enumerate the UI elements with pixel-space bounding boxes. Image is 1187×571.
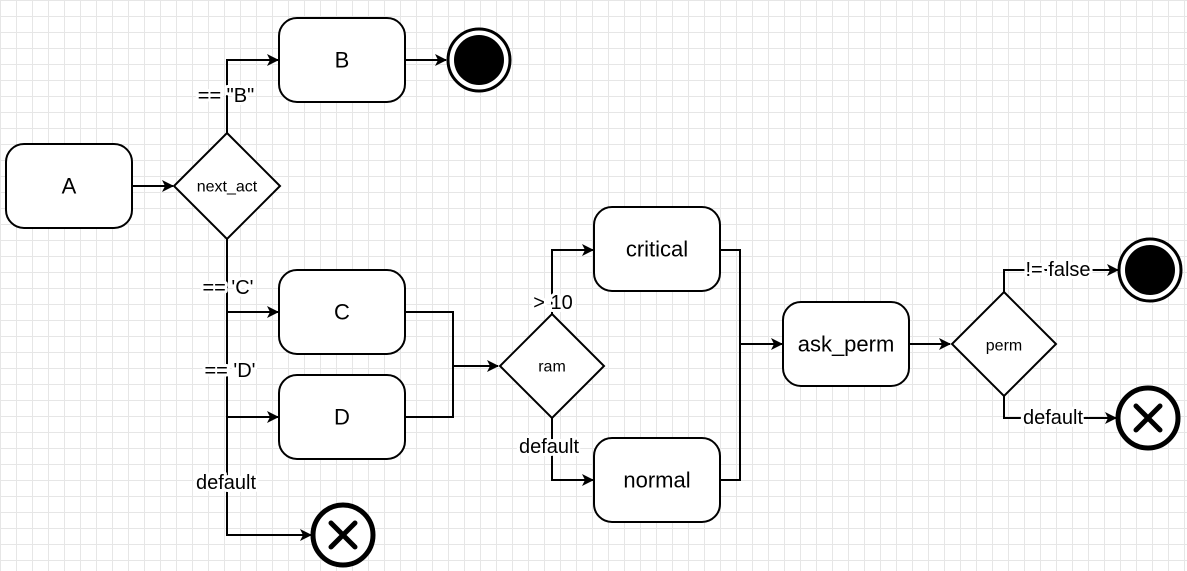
node-normal-label: normal: [623, 468, 690, 493]
edge-next-act-to-b: [226, 54, 279, 133]
node-ask-perm[interactable]: ask_perm: [782, 301, 910, 387]
edge-d-to-ram: [405, 366, 454, 418]
node-d[interactable]: D: [278, 374, 406, 460]
edge-label-ram-default: default: [519, 436, 579, 458]
edge-ram-to-normal: [551, 418, 594, 486]
edge-label-perm-default: default: [1023, 407, 1083, 429]
node-a-label: A: [62, 174, 77, 199]
edge-perm-to-terminate: [1003, 396, 1117, 424]
node-c[interactable]: C: [278, 269, 406, 355]
end-node-right: [1117, 237, 1183, 303]
edge-next-act-to-default-trunk: [226, 239, 312, 541]
edge-label-next-act-c: == 'C': [203, 277, 254, 299]
node-b[interactable]: B: [278, 17, 406, 103]
edge-label-next-act-b: == "B": [198, 85, 254, 107]
node-d-label: D: [334, 405, 350, 430]
edge-critical-to-ask-perm: [720, 249, 783, 350]
node-c-label: C: [334, 300, 350, 325]
node-ask-perm-label: ask_perm: [798, 332, 895, 357]
decision-next-act-label: next_act: [197, 179, 258, 196]
edge-label-next-act-d: == 'D': [205, 360, 256, 382]
edge-c-to-ram: [405, 311, 499, 372]
edge-normal-to-ask-perm: [720, 344, 741, 481]
edge-perm-to-end: [1003, 264, 1119, 292]
edge-label-ram-gt10: > 10: [533, 292, 572, 314]
decision-next-act[interactable]: next_act: [172, 131, 282, 241]
end-node-top: [446, 27, 512, 93]
terminate-node-bottom: [310, 502, 376, 568]
decision-perm-label: perm: [986, 338, 1022, 355]
edge-ram-to-critical: [551, 244, 594, 314]
edge-label-perm-not-false: != false: [1025, 259, 1090, 281]
node-normal[interactable]: normal: [593, 437, 721, 523]
edge-label-next-act-default: default: [196, 472, 256, 494]
decision-ram[interactable]: ram: [498, 312, 606, 420]
node-critical[interactable]: critical: [593, 206, 721, 292]
node-b-label: B: [335, 48, 350, 73]
node-critical-label: critical: [626, 237, 688, 262]
decision-perm[interactable]: perm: [950, 290, 1058, 398]
node-a[interactable]: A: [5, 143, 133, 229]
decision-ram-label: ram: [538, 359, 566, 376]
terminate-node-right: [1115, 385, 1181, 451]
